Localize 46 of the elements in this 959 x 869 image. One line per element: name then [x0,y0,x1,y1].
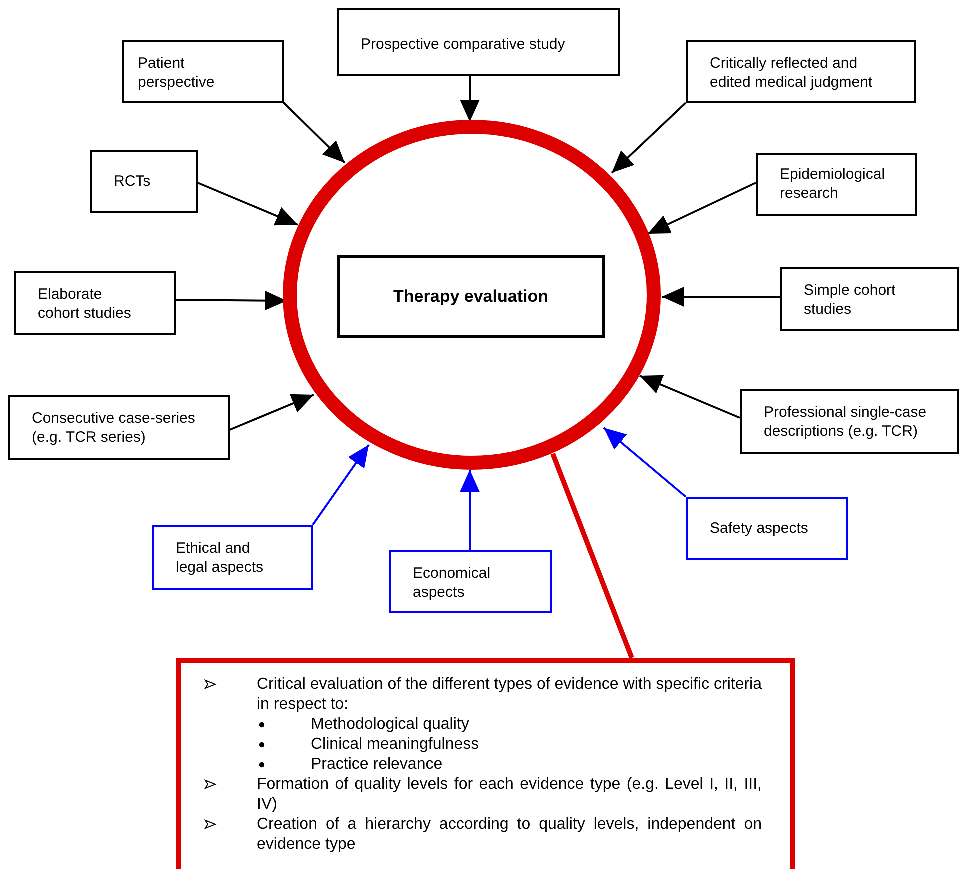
list-item: Clinical meaningfulness [311,735,480,755]
circle-ring [283,120,661,470]
arrow [460,470,480,550]
source-box [686,40,916,103]
box-label: Critically reflected and edited medical judgment [710,54,874,92]
arrow [662,287,780,307]
list-item: Methodological quality [311,715,470,735]
criteria-box [176,658,795,869]
box-label: Ethical and legal aspects [176,539,265,577]
source-box [780,267,959,331]
arrow [603,427,687,498]
central-box [337,255,605,338]
source-box [686,497,848,560]
box-label: Epidemiological research [780,165,886,203]
box-label: Therapy evaluation [394,286,548,306]
source-box [90,150,198,213]
source-box [14,271,176,335]
source-box [122,40,284,103]
box-label: Prospective comparative study [361,35,566,54]
arrow [312,444,370,526]
source-box [389,550,552,613]
source-box [152,525,313,590]
arrow [198,182,298,226]
arrow [230,394,314,431]
list-item: Practice relevance [311,755,444,775]
source-box [740,389,959,454]
box-label: Patient perspective [138,54,216,92]
box-label: Simple cohort studies [804,281,897,319]
list-item: Creation of a hierarchy according to quality levels, independent on evidence type [257,815,762,855]
list-item: Formation of quality levels for each evidence type (e.g. Level I, II, III, IV) [257,775,762,815]
box-label: RCTs [114,172,152,191]
arrow [611,102,687,174]
source-box [756,153,917,216]
box-label: Consecutive case-series (e.g. TCR series) [32,409,196,447]
arrow [283,102,346,164]
source-box [8,395,230,460]
connector-line [550,453,634,659]
box-label: Safety aspects [710,519,810,538]
source-box [337,8,620,76]
list-item: Critical evaluation of the different types of evidence with specific criteria in respect to: [257,675,762,715]
arrow [460,76,480,122]
box-label: Elaborate cohort studies [38,285,132,323]
arrow [648,182,756,235]
box-label: Professional single-case descriptions (e.g. TCR) [764,403,928,441]
arrow [640,375,740,419]
box-label: Economical aspects [413,564,492,602]
